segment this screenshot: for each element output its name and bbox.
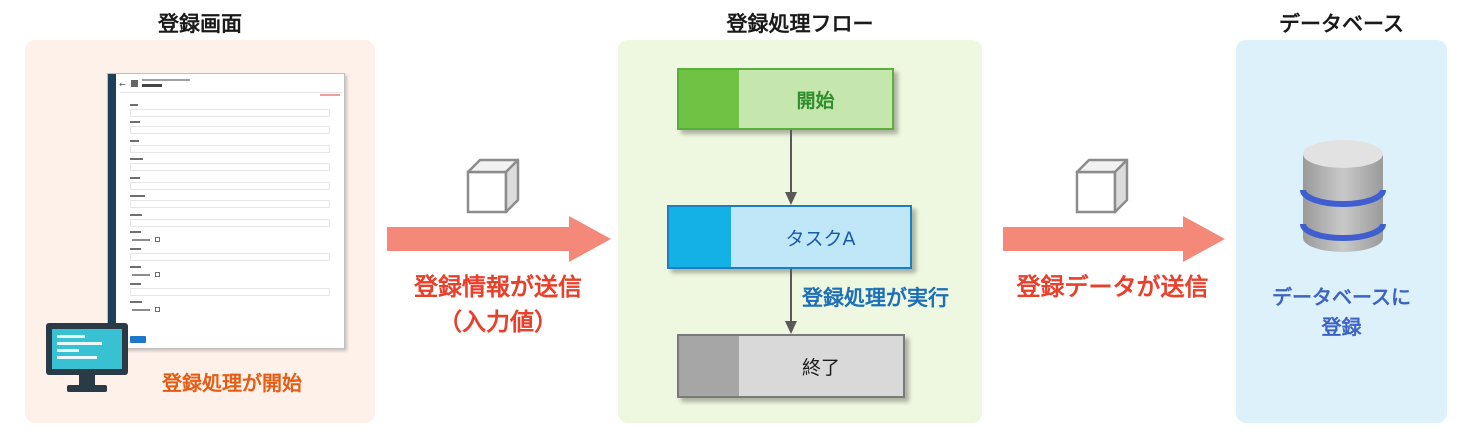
flow-task-label: タスクA [731, 207, 910, 267]
database-caption: データベースに登録 [1272, 285, 1411, 339]
send-data-label: 登録データが送信 [995, 270, 1230, 305]
mini-date-field [130, 306, 164, 314]
mini-field-input [130, 288, 330, 296]
mini-field-input [130, 182, 330, 190]
mini-sidebar [108, 74, 116, 348]
flow-end-box: 終了 [677, 334, 905, 398]
registration-screen-thumbnail: ← [107, 73, 345, 349]
cube-icon [1075, 158, 1129, 220]
send-data-label-text: 登録データが送信 [1016, 273, 1209, 301]
arrow-down-icon [785, 269, 797, 334]
mini-field-label [130, 121, 140, 123]
mini-field-label [130, 231, 141, 233]
mini-header-divider [120, 92, 342, 93]
monitor-icon [46, 323, 128, 392]
mini-date-field [130, 271, 164, 279]
mini-field-label [130, 177, 140, 179]
send-input-label-line2: （入力値） [438, 307, 558, 336]
mini-field-input [130, 126, 330, 134]
mini-field-input [130, 109, 330, 117]
mini-field-input [130, 145, 330, 153]
arrow-right-icon [1003, 216, 1225, 262]
cube-icon [466, 158, 520, 220]
mini-field-label [130, 248, 141, 250]
database-icon [1300, 140, 1386, 252]
mini-field-label [130, 195, 145, 197]
flow-task-marker [669, 207, 731, 267]
flow-task-box: タスクA [667, 205, 912, 269]
svg-text:←: ← [119, 80, 126, 89]
mini-header: ← [119, 79, 190, 89]
arrow-right-icon [387, 216, 611, 262]
send-input-label: 登録情報が送信 （入力値） [378, 270, 618, 340]
arrow-down-icon [785, 130, 797, 205]
mini-field-label [130, 214, 142, 216]
database-heading: データベース [1279, 12, 1404, 36]
flow-end-label: 終了 [739, 336, 903, 396]
mini-field-input [130, 253, 330, 261]
mini-date-field [130, 236, 164, 244]
flow-heading: 登録処理フロー [726, 12, 874, 36]
mini-field-label [130, 266, 141, 268]
mini-field-label [130, 301, 142, 303]
mini-field-label [130, 158, 143, 160]
mini-field-input [130, 200, 330, 208]
mini-submit-button [130, 336, 146, 343]
mini-required-note [320, 94, 340, 96]
mini-field-label [130, 104, 138, 106]
mini-field-input [130, 219, 330, 227]
start-caption: 登録処理が開始 [162, 371, 302, 395]
mini-field-label [130, 140, 139, 142]
screen-heading: 登録画面 [158, 12, 242, 36]
flow-start-box: 開始 [677, 68, 894, 130]
flow-start-marker [679, 70, 739, 128]
flow-end-marker [679, 336, 739, 396]
exec-caption: 登録処理が実行 [802, 286, 949, 310]
mini-field-label [130, 283, 141, 285]
send-input-label-line1: 登録情報が送信 [414, 273, 582, 301]
flow-start-label: 開始 [739, 70, 892, 128]
mini-field-input [130, 163, 330, 171]
